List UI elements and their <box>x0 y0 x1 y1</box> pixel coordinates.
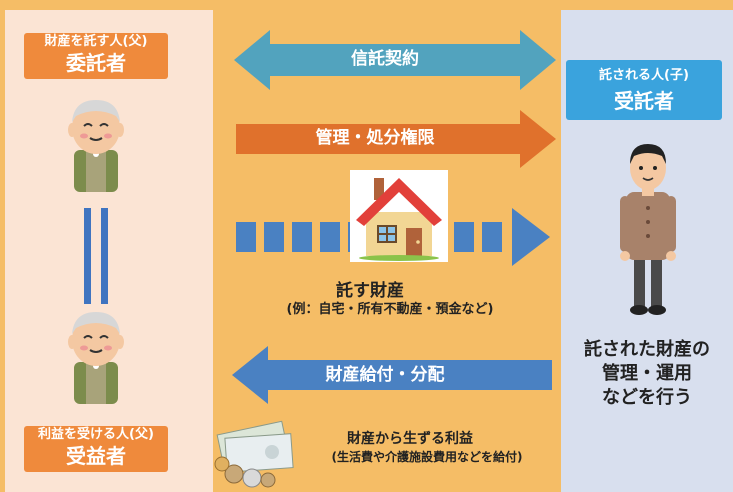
money-icon <box>212 418 296 490</box>
house-icon <box>350 170 448 262</box>
property-examples: (例：自宅・所有不動産・預金など) <box>286 302 494 317</box>
benefit-arrow-label: 財産給付・分配 <box>325 365 445 385</box>
benefit-detail: (生活費や介護施設費用などを給付) <box>331 450 523 464</box>
son-icon <box>614 138 682 318</box>
trustee-role-note: 託される人(子) <box>599 68 689 83</box>
property-transfer-arrow <box>236 208 550 266</box>
elderly-father-icon <box>64 308 128 404</box>
benefit-arrow <box>232 346 552 404</box>
beneficiary-title: 受益者 <box>66 444 126 468</box>
settlor-title: 委託者 <box>66 51 126 75</box>
elderly-father-icon <box>64 96 128 192</box>
beneficiary-label: 利益を受ける人(父) 受益者 <box>24 426 168 472</box>
trustee-duty-line-1: 託された財産の <box>584 339 710 360</box>
trustee-duty-line-2: 管理・運用 <box>602 363 692 384</box>
benefit-title: 財産から生ずる利益 <box>347 431 473 447</box>
property-title: 託す財産 <box>336 281 404 301</box>
beneficiary-role-note: 利益を受ける人(父) <box>38 427 154 442</box>
contract-arrow-label: 信託契約 <box>351 49 419 69</box>
authority-arrow <box>236 110 556 168</box>
trustee-duty-line-3: などを行う <box>602 387 692 408</box>
same-person-bars <box>84 208 108 304</box>
trustee-label: 託される人(子) 受託者 <box>566 60 722 120</box>
authority-arrow-label: 管理・処分権限 <box>315 128 435 148</box>
settlor-panel <box>5 10 213 492</box>
settlor-role-note: 財産を託す人(父) <box>44 34 148 49</box>
trustee-duty-text: 託された財産の 管理・運用 などを行う <box>561 338 733 410</box>
trustee-title: 受託者 <box>614 89 674 113</box>
settlor-label: 財産を託す人(父) 委託者 <box>24 33 168 79</box>
contract-double-arrow <box>234 30 556 90</box>
